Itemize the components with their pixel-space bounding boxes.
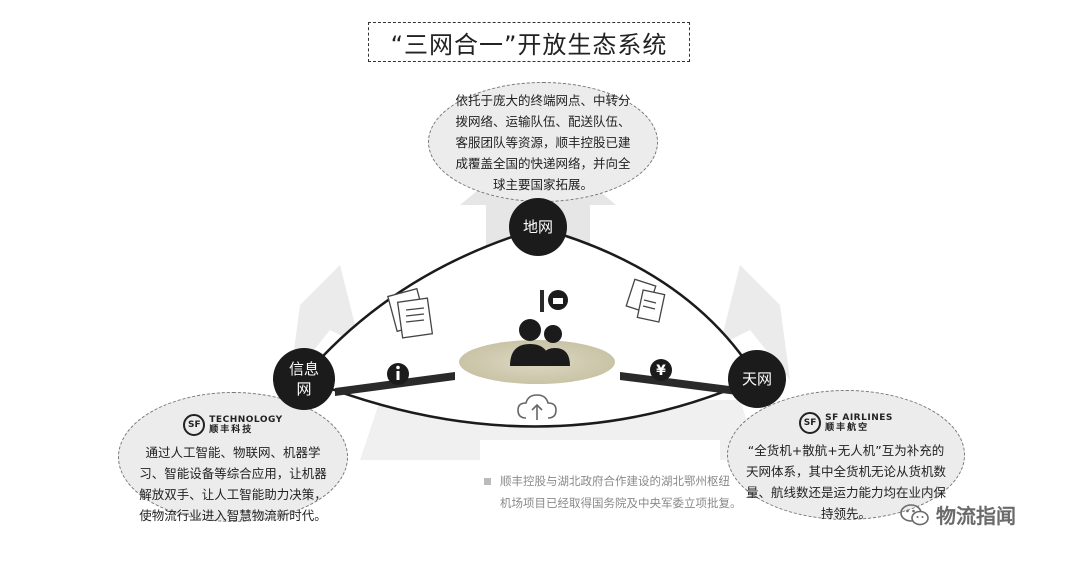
sf-technology-logo: SF TECHNOLOGY 顺丰科技: [183, 414, 282, 436]
watermark-text: 物流指闻: [936, 504, 1016, 528]
documents-icon: [387, 287, 434, 339]
note-line1: 顺丰控股与湖北政府合作建设的湖北鄂州枢纽: [500, 474, 730, 488]
yen-icon: ¥: [650, 359, 672, 381]
top-bar: [540, 290, 544, 312]
watermark: 物流指闻: [900, 500, 1016, 529]
logo-english: SF AIRLINES: [825, 413, 893, 423]
bubble-ground-network: 依托于庞大的终端网点、中转分拨网络、运输队伍、配送队伍、客服团队等资源，顺丰控股…: [428, 82, 658, 202]
sf-airlines-logo: SF SF AIRLINES 顺丰航空: [799, 412, 893, 434]
bubble-sky-network: SF SF AIRLINES 顺丰航空 “全货机+散航+无人机”互为补充的天网体…: [727, 390, 965, 521]
cloud-upload-icon: [517, 394, 557, 420]
cargo-box-icon: [548, 290, 568, 310]
bubble-left-text: 通过人工智能、物联网、机器学习、智能设备等综合应用，让机器解放双手、让人工智能助…: [139, 445, 327, 523]
node-ground-network: 地网: [509, 198, 567, 256]
note-bullet: [484, 478, 491, 485]
people-icon: [510, 319, 570, 366]
note-line2: 机场项目已经取得国务院及中央军委立项批复。: [500, 496, 742, 510]
wechat-icon: [900, 503, 929, 525]
info-icon: [387, 363, 409, 385]
bubble-right-text: “全货机+散航+无人机”互为补充的天网体系，其中全货机无论从货机数量、航线数还是…: [745, 443, 946, 521]
logo-chinese: 顺丰航空: [825, 423, 870, 433]
logo-chinese: 顺丰科技: [209, 425, 254, 435]
sf-logo-mark: SF: [799, 412, 822, 434]
diagram-title: “三网合一”开放生态系统: [368, 22, 690, 62]
right-wedge: [620, 372, 745, 396]
node-information-network: 信息 网: [273, 348, 335, 410]
node-left-line1: 信息: [288, 360, 319, 378]
node-sky-network: 天网: [728, 350, 786, 408]
receipts-icon: [625, 278, 666, 323]
airport-note: 顺丰控股与湖北政府合作建设的湖北鄂州枢纽 机场项目已经取得国务院及中央军委立项批…: [484, 470, 774, 514]
sf-logo-mark: SF: [183, 414, 206, 436]
bubble-information-network: SF TECHNOLOGY 顺丰科技 通过人工智能、物联网、机器学习、智能设备等…: [118, 392, 348, 523]
logo-english: TECHNOLOGY: [209, 415, 283, 425]
node-left-line2: 网: [296, 380, 312, 398]
svg-text:¥: ¥: [656, 363, 666, 379]
